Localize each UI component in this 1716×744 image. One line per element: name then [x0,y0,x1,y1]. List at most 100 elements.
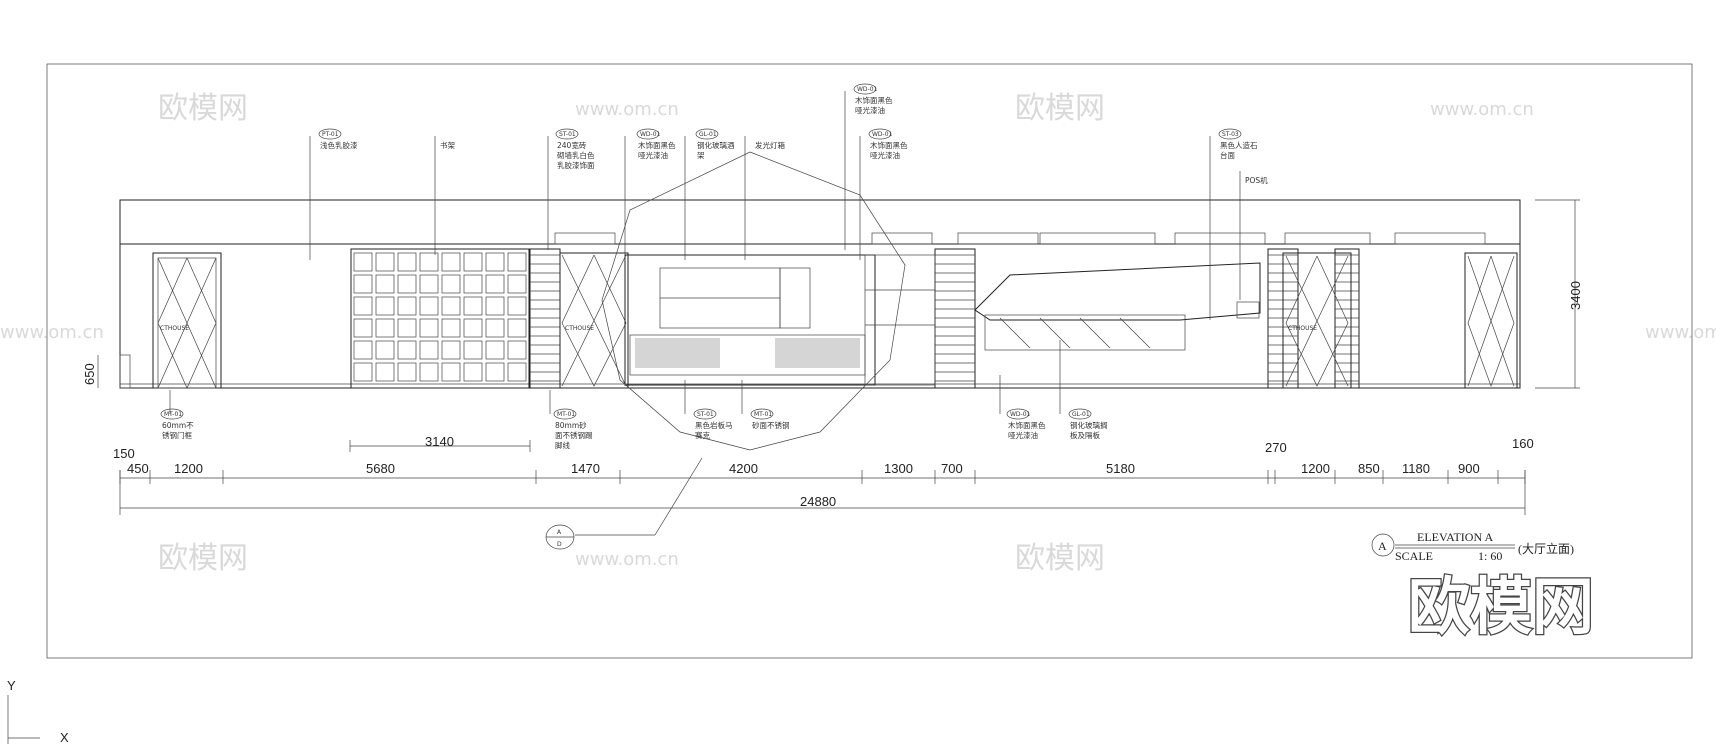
shelf-cell [375,252,395,272]
shelf-cell [507,318,527,338]
material-tag: WD-01 [872,131,893,138]
material-tag-bubble [553,408,577,420]
shelf-cell [353,296,373,316]
ucs-axis-icon: Y X [7,678,69,744]
shelf-cell [397,274,417,294]
annotation-note: 书架 [434,136,455,255]
shelf-cell [419,274,439,294]
annotation-text: 浅色乳胶漆 [320,140,358,150]
watermark: www.om.cn [575,99,679,120]
base-dimension: 650 [82,354,131,389]
annotation-text: POS机 [1245,175,1268,185]
annotation-text: 木饰面黑色 [1008,420,1046,430]
annotation-text: 锈钢门框 [162,430,192,440]
brand-logo: 欧模网 [1408,570,1594,643]
annotation-text: 80mm砂 [555,420,587,430]
shelf-cell [375,318,395,338]
annotation-text: 木饰面黑色 [855,95,893,105]
shelf-cell [353,252,373,272]
material-tag: GL-01 [699,131,717,138]
shelf-cell [441,362,461,382]
annotation-text: 钢化玻璃酒 [697,140,735,150]
shelf-cell [419,340,439,360]
section-marker-bottom: D [557,541,562,548]
height-dim-text: 3400 [1568,281,1583,310]
drawing-title-note: (大厅立面) [1518,541,1574,556]
annotation-note: POS机 [1239,171,1268,300]
watermark: 欧模网 [1015,91,1105,126]
shelf-cell [375,274,395,294]
material-tag-bubble [1218,128,1242,140]
axis-y-label: Y [7,678,16,693]
shelf-cell [463,296,483,316]
shelf-cell [397,252,417,272]
annotation-text: 发光灯箱 [755,140,785,150]
annotation-text: 台面 [1220,150,1236,160]
watermark: 欧模网 [1015,541,1105,576]
shelf-cell [397,318,417,338]
small-dim: 150 [113,446,135,461]
shelf-cell [375,296,395,316]
shelf-cell [397,296,417,316]
watermark: www.om.cn [1430,99,1534,120]
shelf-cell [441,296,461,316]
axis-x-label: X [60,730,69,744]
watermark: www.om.cn [575,549,679,570]
material-tag: WD-01 [640,131,661,138]
watermark: 欧模网 [158,541,248,576]
material-tag: PT-01 [322,131,339,138]
small-dim: 160 [1512,436,1534,451]
material-tag: ST-01 [697,411,714,418]
dim-text: 1470 [571,461,600,476]
shelf-cell [507,340,527,360]
dim-text: 450 [127,461,149,476]
annotation-text: 板及隔板 [1070,430,1100,440]
reception-counter [974,262,1261,351]
dim-text: 4200 [729,461,758,476]
bar-counter [624,254,936,386]
annotation-text: 240宽砖 [557,140,587,150]
material-tag: MT-01 [557,411,575,418]
material-tag: WD-01 [857,86,878,93]
material-tag: WD-01 [1010,411,1031,418]
material-tag-bubble [1068,408,1092,420]
sub-dim-text: 3140 [425,434,454,449]
material-tag: ST-01 [559,131,576,138]
material-tag: ST-03 [1222,131,1239,138]
shelf-cell [463,252,483,272]
annotation-text: 哑光漆油 [855,105,885,115]
base-dim-text: 650 [82,363,97,385]
shelf-cell [441,318,461,338]
scale-value: 1: 60 [1478,549,1502,563]
dim-text: 850 [1358,461,1380,476]
shelf-cell [419,362,439,382]
watermark: 欧模网 [158,91,248,126]
shelf-cell [397,340,417,360]
door-label: CTHOUSE [565,325,594,332]
shelf-cell [353,340,373,360]
annotation-text: 哑光漆油 [1008,430,1038,440]
annotation-text: 哑光漆油 [870,150,900,160]
shelf-cell [485,340,505,360]
height-dimension: 3400 [1535,199,1583,389]
door-right: CTHOUSE [1282,252,1352,389]
annotation-text: 木饰面黑色 [638,140,676,150]
annotation-note: PT-01 浅色乳胶漆 [309,128,358,260]
shelf-cell [441,252,461,272]
shelf-cell [463,362,483,382]
annotation-text: 乳胶漆饰面 [557,160,595,170]
door-label: CTHOUSE [160,325,189,332]
material-tag: GL-01 [1072,411,1090,418]
annotation-note: 发光灯箱 [744,136,785,260]
dim-text: 5680 [366,461,395,476]
material-tag: MT-01 [754,411,772,418]
